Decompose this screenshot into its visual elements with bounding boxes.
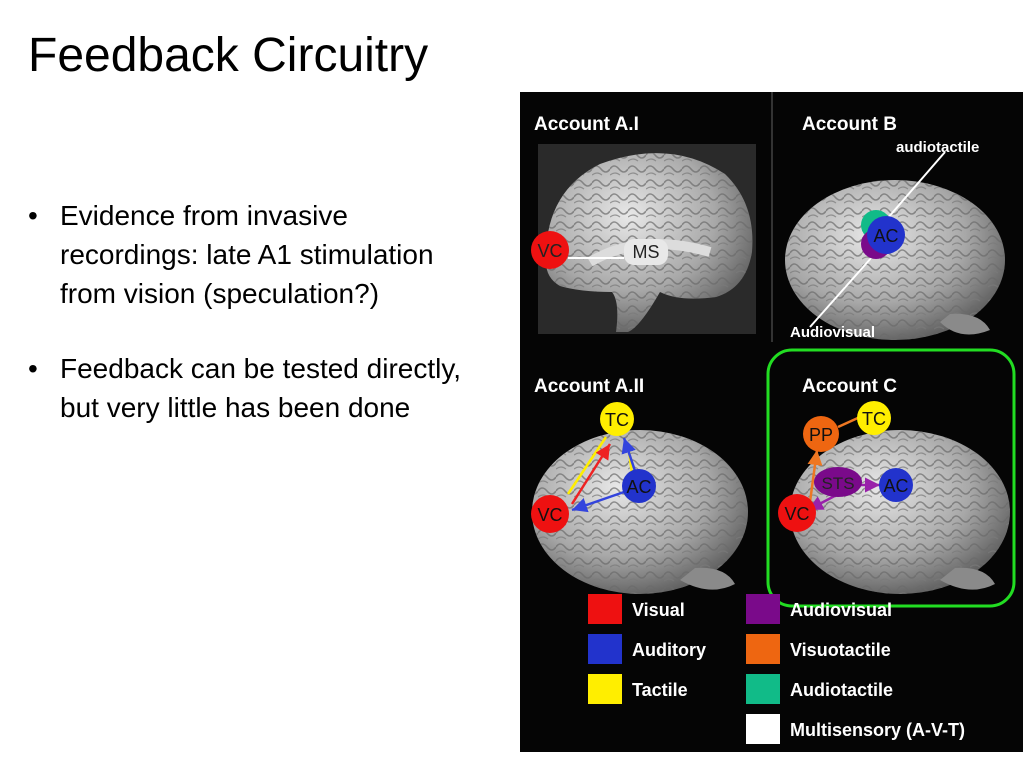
connection-arrow: [807, 449, 823, 503]
legend-item: Visual: [588, 594, 685, 624]
node-label: TC: [862, 409, 886, 429]
node-vc: [531, 231, 569, 269]
figure-svg: Account A.I VC MS Account B audiotactile…: [531, 92, 1016, 744]
node-label: MS: [633, 242, 660, 262]
node-pp: [803, 416, 839, 452]
annotation-line: [879, 151, 946, 228]
panel-account-c: Account C PP TC STS AC VC: [766, 348, 1016, 608]
bullet-glyph: •: [28, 200, 38, 231]
legend-label: Tactile: [632, 680, 688, 700]
connection-arrow: [621, 437, 638, 475]
legend-swatch: [746, 714, 780, 744]
bullet-text: Evidence from invasive recordings: late …: [60, 200, 434, 309]
panel-account-b: Account B audiotactile Audiovisual AC: [785, 114, 1005, 341]
legend-item: Visuotactile: [746, 634, 891, 664]
connection-line: [837, 415, 861, 429]
legend-label: Auditory: [632, 640, 706, 660]
node-ms: [624, 239, 668, 265]
panel-account-a1: Account A.I VC MS: [531, 114, 756, 334]
node-label: AC: [626, 477, 651, 497]
node-tc: [857, 401, 891, 435]
node-ac: [867, 216, 905, 254]
bullet-item: • Evidence from invasive recordings: lat…: [28, 196, 468, 313]
lateral-gyri: [532, 430, 748, 594]
legend-item: Audiotactile: [746, 674, 893, 704]
legend-label: Visuotactile: [790, 640, 891, 660]
bullet-list: • Evidence from invasive recordings: lat…: [28, 196, 468, 463]
cerebellum: [680, 567, 735, 590]
lateral-gyri: [790, 430, 1010, 594]
annotation-line: [809, 256, 873, 328]
legend-label: Audiovisual: [790, 600, 892, 620]
panel-title: Account B: [802, 114, 897, 135]
lateral-gyri: [785, 180, 1005, 340]
legend-item: Audiovisual: [746, 594, 892, 624]
node-label: AC: [883, 476, 908, 496]
node-tc: [600, 402, 634, 436]
legend-label: Audiotactile: [790, 680, 893, 700]
bullet-text: Feedback can be tested directly, but ver…: [60, 353, 462, 423]
legend-swatch: [588, 634, 622, 664]
panel-title: Account A.I: [534, 114, 639, 135]
legend-swatch: [746, 594, 780, 624]
legend-item: Auditory: [588, 634, 706, 664]
highlight-box: [766, 348, 1016, 608]
legend-swatch: [746, 674, 780, 704]
node-vc: [778, 494, 816, 532]
node-vc: [531, 495, 569, 533]
node-label: VC: [784, 504, 809, 524]
panel-account-a2: Account A.II TC AC VC: [531, 376, 748, 594]
legend-label: Multisensory (A-V-T): [790, 720, 965, 740]
sensory-accounts-figure: Account A.I VC MS Account B audiotactile…: [520, 92, 1023, 752]
slide-title: Feedback Circuitry: [28, 29, 429, 82]
connection-arrow: [570, 443, 612, 505]
legend-swatch: [588, 674, 622, 704]
panel-title: Account A.II: [534, 376, 644, 397]
bullet-glyph: •: [28, 353, 38, 384]
node-label: STS: [821, 474, 854, 493]
annotation-label: Audiovisual: [790, 324, 875, 341]
node-label: VC: [537, 505, 562, 525]
bullet-item: • Feedback can be tested directly, but v…: [28, 349, 468, 427]
legend-item: Tactile: [588, 674, 688, 704]
legend-item: Multisensory (A-V-T): [746, 714, 965, 744]
legend-swatch: [746, 634, 780, 664]
node-label: PP: [809, 425, 833, 445]
annotation-label: audiotactile: [896, 139, 979, 156]
node-label: TC: [605, 410, 629, 430]
node-ac: [879, 468, 913, 502]
legend-swatch: [588, 594, 622, 624]
node-label: VC: [537, 241, 562, 261]
connection-arrow: [571, 490, 625, 513]
legend-label: Visual: [632, 600, 685, 620]
cerebellum: [940, 567, 995, 590]
cerebellum: [940, 313, 990, 335]
node-label: AC: [873, 226, 898, 246]
panel-title: Account C: [802, 376, 897, 397]
node-ac: [622, 469, 656, 503]
node-sts: [814, 467, 862, 497]
